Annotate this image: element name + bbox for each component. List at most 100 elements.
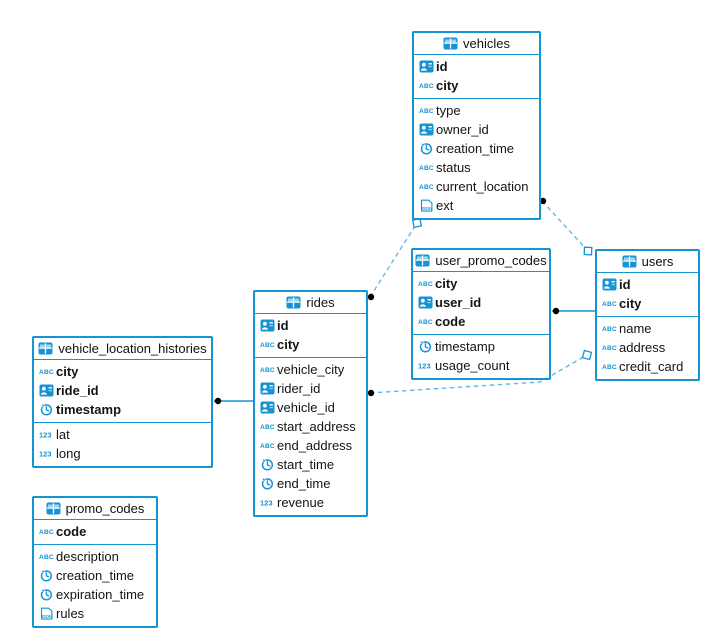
- clock-icon: [39, 588, 56, 601]
- svg-text:ABC: ABC: [260, 424, 275, 431]
- relationship-rides-to-users[interactable]: [369, 354, 588, 394]
- column-name: vehicle_id: [277, 400, 335, 415]
- column-row-owner_id[interactable]: owner_id: [414, 120, 539, 139]
- column-name: usage_count: [435, 358, 510, 373]
- column-name: revenue: [277, 495, 324, 510]
- column-row-expiration_time[interactable]: expiration_time: [34, 585, 156, 604]
- svg-text:ABC: ABC: [602, 326, 617, 333]
- column-row-creation_time[interactable]: creation_time: [414, 139, 539, 158]
- column-row-user_id[interactable]: user_id: [413, 293, 549, 312]
- svg-text:ABC: ABC: [602, 364, 617, 371]
- column-name: credit_card: [619, 359, 684, 374]
- column-row-vehicle_id[interactable]: vehicle_id: [255, 398, 366, 417]
- table-header[interactable]: users: [597, 251, 698, 273]
- svg-text:ABC: ABC: [419, 108, 434, 115]
- column-row-id[interactable]: id: [597, 275, 698, 294]
- table-header[interactable]: vehicles: [414, 33, 539, 55]
- svg-text:ABC: ABC: [39, 369, 54, 376]
- column-row-ride_id[interactable]: ride_id: [34, 381, 211, 400]
- column-name: city: [56, 364, 79, 379]
- text-type-icon: ABC: [419, 79, 436, 92]
- column-name: code: [435, 314, 466, 329]
- table-header[interactable]: rides: [255, 292, 366, 314]
- text-type-icon: ABC: [260, 439, 277, 452]
- relationship-rides-to-vehicles[interactable]: [369, 222, 418, 298]
- svg-text:ABC: ABC: [419, 83, 434, 90]
- relationship-diamond-marker: [581, 349, 593, 361]
- text-type-icon: ABC: [418, 315, 435, 328]
- relationship-vehicles-to-users[interactable]: [541, 200, 589, 252]
- column-row-creation_time[interactable]: creation_time: [34, 566, 156, 585]
- table-title: users: [641, 254, 674, 269]
- text-type-icon: ABC: [39, 550, 56, 563]
- column-name: description: [56, 549, 119, 564]
- column-name: end_address: [277, 438, 353, 453]
- table-icon: [415, 254, 430, 267]
- json-type-icon: JSON: [39, 607, 56, 620]
- column-name: vehicle_city: [277, 362, 345, 377]
- column-row-revenue[interactable]: 123 revenue: [255, 493, 366, 512]
- column-name: id: [277, 318, 289, 333]
- table-header[interactable]: vehicle_location_histories: [34, 338, 211, 360]
- svg-text:ABC: ABC: [418, 281, 433, 288]
- table-title: promo_codes: [65, 501, 145, 516]
- column-name: code: [56, 524, 87, 539]
- column-row-id[interactable]: id: [255, 316, 366, 335]
- table-title: user_promo_codes: [435, 253, 547, 268]
- svg-text:ABC: ABC: [39, 554, 54, 561]
- table-header[interactable]: promo_codes: [34, 498, 156, 520]
- column-name: long: [56, 446, 81, 461]
- column-row-id[interactable]: id: [414, 57, 539, 76]
- column-row-end_time[interactable]: end_time: [255, 474, 366, 493]
- clock-icon: [260, 458, 277, 471]
- column-row-start_time[interactable]: start_time: [255, 455, 366, 474]
- svg-text:123: 123: [260, 499, 273, 508]
- table-header[interactable]: user_promo_codes: [413, 250, 549, 272]
- svg-text:ABC: ABC: [602, 301, 617, 308]
- column-name: id: [436, 59, 448, 74]
- user-id-icon: [260, 401, 277, 414]
- column-name: timestamp: [435, 339, 495, 354]
- table-title: vehicles: [463, 36, 510, 51]
- column-row-timestamp[interactable]: timestamp: [413, 337, 549, 356]
- svg-text:ABC: ABC: [418, 319, 433, 326]
- text-type-icon: ABC: [602, 322, 619, 335]
- user-id-icon: [419, 60, 436, 73]
- column-row-timestamp[interactable]: timestamp: [34, 400, 211, 419]
- column-row-rider_id[interactable]: rider_id: [255, 379, 366, 398]
- text-type-icon: ABC: [602, 297, 619, 310]
- column-name: start_time: [277, 457, 335, 472]
